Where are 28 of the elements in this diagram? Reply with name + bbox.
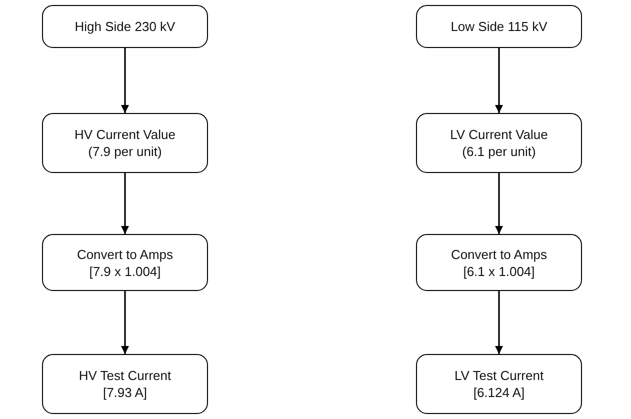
box-value: (6.1 per unit) — [462, 143, 536, 160]
box-heading: Convert to Amps — [450, 246, 548, 262]
process-box — [416, 234, 582, 291]
process-box — [42, 5, 208, 48]
arrow — [495, 291, 503, 354]
box-heading: HV Current Value — [74, 126, 176, 143]
process-box — [416, 113, 582, 173]
box-heading: LV Current Value — [450, 126, 548, 143]
box-heading: HV Test Current — [78, 367, 172, 384]
arrow — [121, 48, 129, 113]
process-box — [42, 113, 208, 173]
box-value: [7.9 x 1.004] — [89, 262, 161, 280]
box-value: (7.9 per unit) — [88, 143, 162, 160]
box-heading: LV Test Current — [454, 367, 544, 384]
arrow — [495, 173, 503, 234]
process-box — [416, 5, 582, 48]
arrow — [121, 291, 129, 354]
box-value: [6.1 x 1.004] — [463, 262, 535, 280]
box-heading: Convert to Amps — [76, 246, 174, 262]
box-value: [7.93 A] — [102, 384, 148, 401]
arrow — [495, 48, 503, 113]
box-heading: Low Side 115 kV — [450, 18, 548, 35]
box-value: [6.124 A] — [473, 384, 525, 401]
process-box — [416, 354, 582, 414]
process-box — [42, 234, 208, 291]
process-box — [42, 354, 208, 414]
arrow — [121, 173, 129, 234]
box-heading: High Side 230 kV — [74, 18, 176, 35]
